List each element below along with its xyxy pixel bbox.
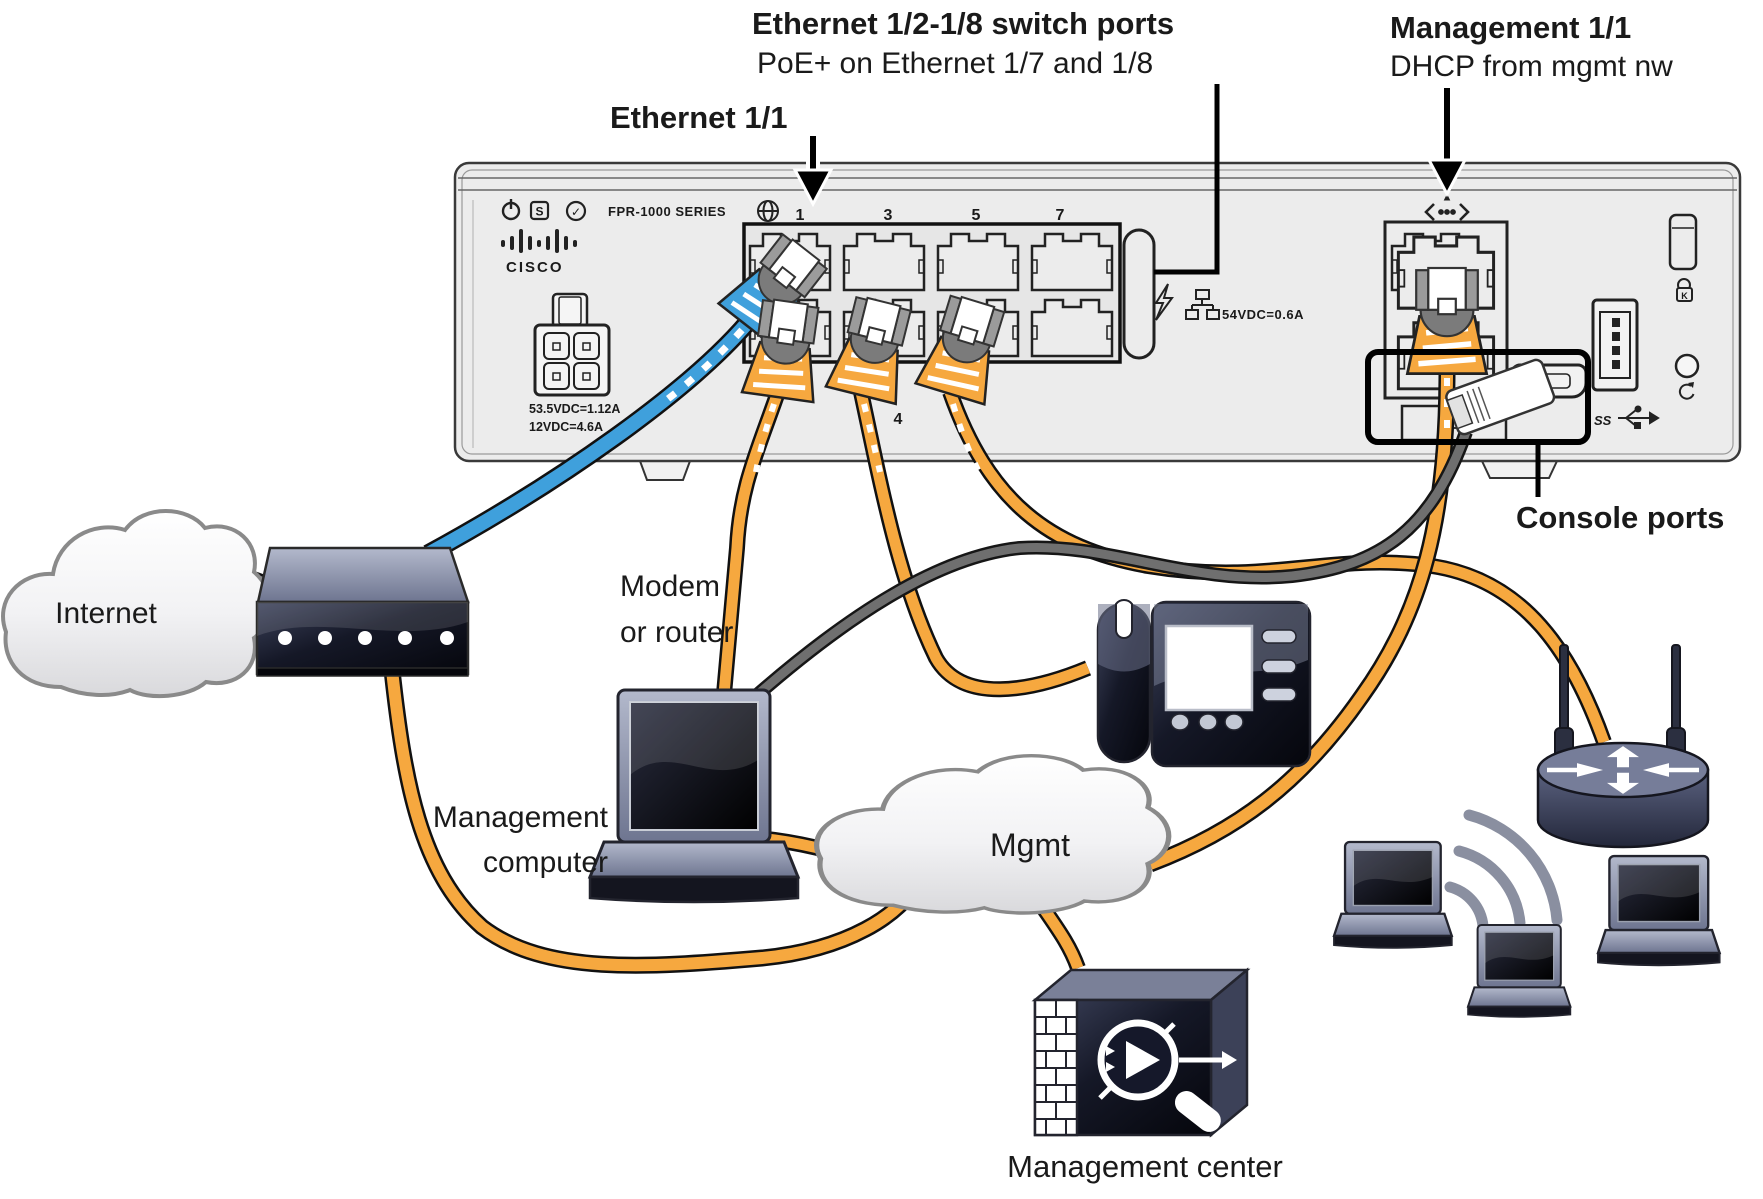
console-ports-bracket	[1365, 349, 1591, 445]
management-center	[1031, 967, 1251, 1138]
svg-text:SS: SS	[1594, 413, 1612, 428]
badge-s: S	[535, 205, 543, 219]
phone-cable	[853, 390, 1092, 698]
management-center-label: Management center	[1007, 1149, 1283, 1184]
client-laptop	[1596, 854, 1721, 967]
poe-bracket	[1122, 228, 1156, 360]
modem-label-line2: or router	[620, 616, 733, 649]
mgmt-cloud: Mgmt	[817, 756, 1169, 913]
device-foot	[1480, 460, 1559, 479]
port-number-5: 5	[972, 207, 981, 224]
power-rating-1: 53.5VDC=1.12A	[529, 402, 620, 416]
mgmt-computer-label-line2: computer	[483, 846, 608, 879]
switch-ports-label-sub: PoE+ on Ethernet 1/7 and 1/8	[757, 47, 1153, 80]
power-rating-2: 12VDC=4.6A	[529, 420, 603, 434]
poe-callout-line	[1154, 84, 1220, 275]
standby-badge: S	[529, 200, 550, 221]
console-cable	[751, 429, 1473, 702]
switch-port-5	[936, 232, 1020, 292]
wireless-cable	[942, 389, 1612, 745]
switch-ports-label-title: Ethernet 1/2-1/8 switch ports	[752, 6, 1174, 41]
wireless-router	[1536, 644, 1710, 849]
svg-text:K: K	[1681, 291, 1688, 301]
device-model: FPR-1000 SERIES	[608, 204, 726, 219]
modem-router	[255, 546, 470, 677]
ip-phone	[1096, 599, 1312, 768]
superspeed-usb-icon: SS	[1594, 405, 1660, 429]
ethernet11-arrow	[792, 136, 834, 208]
management-arrow	[1426, 88, 1468, 198]
inside-cable	[716, 389, 786, 695]
power-icon	[501, 199, 521, 221]
check-badge: ✓	[565, 200, 587, 222]
management-label-title: Management 1/1	[1390, 10, 1631, 45]
outside-cable-blue	[423, 315, 756, 563]
client-laptop	[1332, 840, 1453, 949]
usb-port	[1591, 298, 1639, 392]
wifi-waves-icon	[1444, 809, 1563, 932]
power-connector	[533, 292, 611, 397]
badge-check: ✓	[571, 205, 581, 219]
modem-label-line1: Modem	[620, 570, 720, 603]
internet-cloud: Internet	[1, 509, 272, 699]
management-label-sub: DHCP from mgmt nw	[1390, 50, 1673, 83]
globe-icon	[757, 200, 779, 222]
console-ports-label: Console ports	[1516, 500, 1724, 535]
mgmt-port-icon	[1424, 193, 1470, 221]
client-laptop	[1466, 923, 1572, 1019]
ethernet11-label: Ethernet 1/1	[610, 100, 787, 135]
sim-slot	[1668, 213, 1698, 271]
console-cable-connector	[1445, 358, 1556, 436]
reset-button	[1674, 353, 1700, 379]
management-computer	[587, 688, 801, 904]
mgmt-computer-label-line1: Management	[433, 801, 609, 834]
switch-port-8	[1030, 298, 1114, 358]
analysis-icon	[1097, 1019, 1237, 1132]
switch-port-3	[842, 232, 926, 292]
modem-mgmt-cable	[383, 669, 928, 974]
network-icon	[1185, 289, 1220, 320]
brand-text: CISCO	[506, 259, 564, 276]
port-number-3: 3	[884, 207, 893, 224]
poe-rating: 54VDC=0.6A	[1222, 307, 1304, 322]
port-number-7: 7	[1056, 207, 1065, 224]
firewall-device: S ✓ FPR-1000 SERIES CISCO	[453, 161, 1742, 481]
orange-plug-mgmt	[1407, 268, 1486, 374]
port-number-4: 4	[894, 411, 903, 428]
poe-lightning-icon	[1154, 283, 1174, 321]
internet-label: Internet	[55, 597, 157, 630]
restart-icon	[1678, 382, 1695, 400]
port-number-1: 1	[796, 207, 805, 224]
kensington-lock-icon: K	[1676, 278, 1693, 302]
mgmt-cloud-label: Mgmt	[990, 827, 1070, 863]
cisco-logo: CISCO	[501, 229, 577, 276]
firewall-brick-icon	[1033, 998, 1079, 1137]
router-arrows-icon	[1547, 746, 1699, 794]
switch-port-7	[1030, 232, 1114, 292]
device-foot	[638, 460, 692, 481]
